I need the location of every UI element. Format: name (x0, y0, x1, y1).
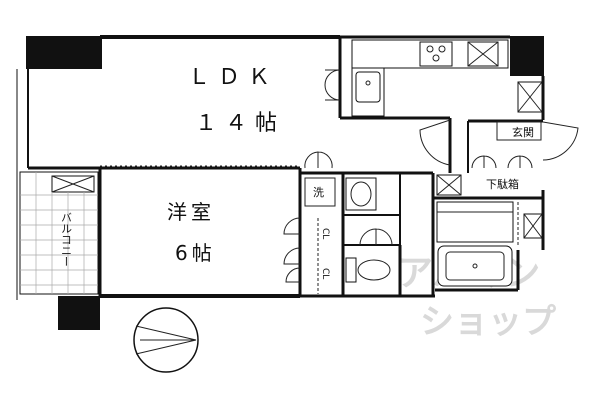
kitchen-door-icon-2 (324, 84, 341, 101)
washbasin-icon (345, 177, 377, 211)
shoebox-label: 下駄箱 (486, 177, 519, 191)
north-arrow-icon (133, 307, 199, 373)
pillar-box-bath (523, 213, 543, 239)
western-room-name: 洋室 (167, 200, 215, 224)
pillar-box-entrance (436, 174, 462, 196)
wall-block-top-left (26, 36, 102, 69)
sink-icon (355, 71, 381, 103)
kitchen-door-icon (324, 69, 341, 86)
western-room-door-icon (283, 217, 301, 265)
outer-door-icon (542, 121, 579, 161)
ldk-size: １４帖 (195, 111, 285, 136)
wall-block-top-right (510, 36, 544, 76)
washer-label: 洗 (313, 186, 324, 199)
interior-walls (100, 37, 543, 296)
closet-door-icon (285, 267, 301, 283)
closet-label-a: CL (320, 228, 330, 239)
shoebox-door-icon (471, 155, 497, 169)
closet-label-b: CL (320, 268, 330, 279)
entrance-label: 玄関 (512, 125, 534, 139)
washer-box (304, 177, 336, 207)
shoebox-door-icon-2 (507, 155, 533, 169)
ldk-name: ＬＤＫ (188, 65, 278, 90)
bath-door-icon (359, 228, 393, 246)
toilet-icon (345, 257, 391, 283)
wall-block-bottom-left (58, 296, 100, 330)
kitchen-counter (351, 39, 509, 117)
outer-walls (16, 35, 545, 300)
balcony-label: バルコニー (60, 212, 73, 267)
entrance-box (496, 121, 542, 141)
pillar-box-right (517, 81, 543, 113)
watermark-line2: ショップ (420, 302, 556, 342)
entry-door-icon (419, 119, 451, 166)
stove-icon (419, 41, 453, 67)
balcony (19, 171, 99, 295)
western-room-size: 6帖 (175, 241, 216, 265)
ldk-hall-door-icon (304, 151, 333, 169)
bathtub-icon (436, 201, 514, 287)
